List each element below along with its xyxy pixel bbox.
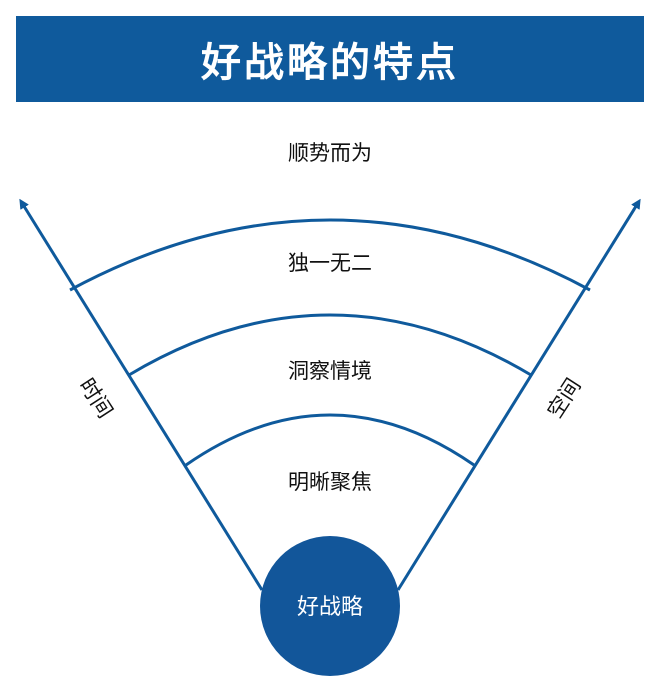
core-label: 好战略 <box>297 595 363 620</box>
right-axis-label: 空间 <box>543 374 586 422</box>
level-label-2: 洞察情境 <box>288 359 372 383</box>
arc-outer <box>69 218 591 292</box>
arc-middle <box>128 313 532 377</box>
level-label-3: 独一无二 <box>288 251 372 275</box>
title-banner: 好战略的特点 <box>16 16 644 102</box>
level-label-1: 明晰聚焦 <box>288 470 372 494</box>
left-axis-label: 时间 <box>74 374 117 422</box>
right-axis-arrow <box>396 198 641 591</box>
core-circle <box>260 536 400 676</box>
left-axis-arrow <box>19 198 264 591</box>
page-title: 好战略的特点 <box>201 39 459 86</box>
level-label-outer: 顺势而为 <box>288 141 372 165</box>
arc-inner <box>185 413 475 467</box>
